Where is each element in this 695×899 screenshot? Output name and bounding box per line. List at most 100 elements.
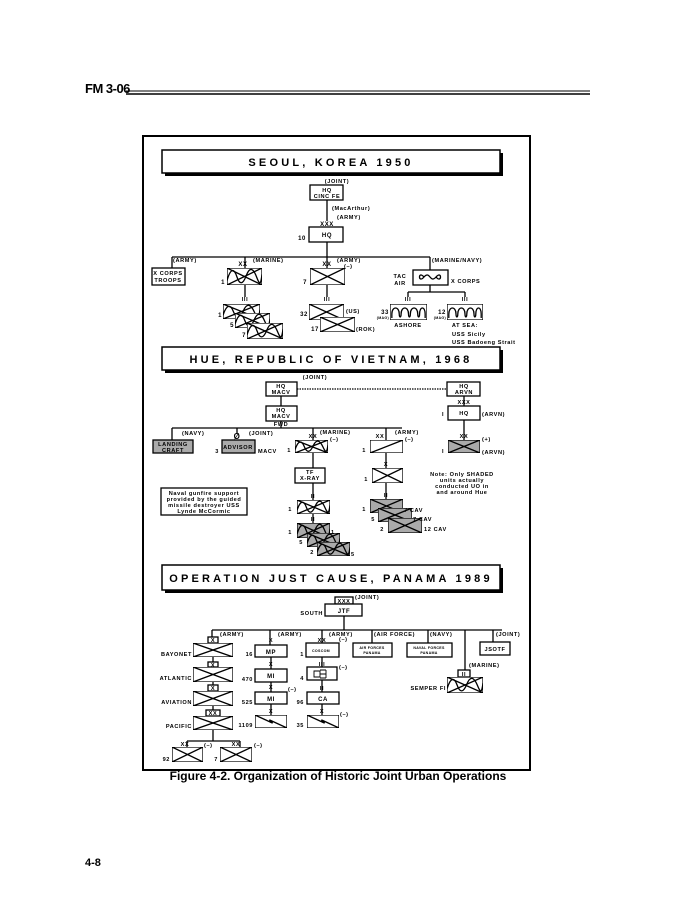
unit-label: FWD: [274, 422, 289, 428]
echelon-label: X: [269, 638, 273, 644]
echelon-label: XX: [209, 711, 218, 717]
hue-title: HUE, REPUBLIC OF VIETNAM, 1968: [189, 354, 472, 366]
unit-label: HQ: [276, 408, 286, 414]
shading-note-line: units actually: [440, 478, 484, 484]
unit-label: (AIR FORCE): [374, 632, 415, 638]
panama-section: OPERATION JUST CAUSE, PANAMA 1989 XXX (J…: [160, 564, 520, 763]
unit-label: ATLANTIC: [160, 676, 192, 682]
unit-number: 1: [362, 507, 366, 513]
mi-470-box: [254, 668, 288, 683]
unit-number: 1: [331, 530, 335, 536]
unit-label: (MARINE/NAVY): [432, 258, 482, 264]
unit-label: (MARINE): [320, 430, 351, 436]
tf-aviation-symbol: [193, 691, 233, 706]
echelon-label: X: [384, 462, 388, 468]
seoul-connectors: [171, 200, 466, 297]
unit-number: 4: [300, 676, 304, 682]
unit-number: 10: [298, 236, 306, 242]
unit-label: BAYONET: [161, 652, 192, 658]
echelon-label: XX: [376, 434, 385, 440]
unit-number: 2: [380, 527, 384, 533]
unit-label: (+): [482, 437, 491, 443]
unit-label: HQ: [322, 188, 332, 194]
echelon-label: III: [324, 297, 330, 303]
mag-12-symbol: [447, 304, 483, 320]
coscom-box: [305, 642, 340, 658]
unit-label: (JOINT): [249, 431, 273, 437]
unit-label: (–): [344, 264, 353, 270]
echelon-label: XX: [232, 742, 241, 748]
hq-cincfe-box: [309, 184, 344, 201]
echelon-label: X: [269, 662, 273, 668]
echelon-label: II: [320, 686, 324, 692]
unit-label: X-RAY: [300, 476, 320, 482]
echelon-label: X: [211, 638, 215, 644]
unit-label: (NAVY): [430, 632, 452, 638]
unit-number: I: [442, 412, 444, 418]
echelon-label: X: [211, 686, 215, 692]
hue-title-bar: [161, 346, 501, 371]
hue-section: HUE, REPUBLIC OF VIETNAM, 1968 Naval gun…: [152, 346, 505, 558]
unit-label: (JOINT): [355, 595, 379, 601]
echelon-label: XX: [181, 742, 190, 748]
2-5-marines-symbol: [317, 542, 350, 556]
semper-fi-symbol: [447, 677, 483, 693]
unit-label: 7 CAV: [404, 508, 423, 514]
unit-label: (ARMY): [173, 258, 197, 264]
manual-id: FM 3-06: [85, 81, 130, 96]
tf-bayonet-symbol: [193, 643, 233, 657]
unit-label: (ARMY): [220, 632, 244, 638]
unit-label: JSOTF: [484, 647, 505, 653]
17-rok-symbol: [320, 317, 355, 332]
naval-note-line: Lynde McCormic: [177, 509, 230, 515]
hq-macv-fwd-box: [265, 405, 298, 422]
unit-label: (ARMY): [337, 215, 361, 221]
unit-label: AIR: [394, 281, 405, 287]
unit-label: NAVAL FORCES: [413, 646, 445, 650]
unit-number: 5: [371, 517, 375, 523]
unit-number: 1109: [238, 723, 253, 729]
echelon-label: XX: [318, 638, 327, 644]
unit-label: (–): [204, 743, 213, 749]
unit-label: (MARINE): [253, 258, 284, 264]
hue-connectors: [171, 396, 465, 523]
unit-number: 1: [300, 652, 304, 658]
unit-label: (ROK): [356, 327, 375, 333]
unit-label: CA: [318, 697, 328, 703]
echelon-label: II: [311, 517, 315, 523]
arvn-division-symbol: [448, 440, 480, 453]
air-forces-panama-box: [352, 642, 393, 658]
echelon-label: II: [384, 493, 388, 499]
cavalry-brigade-symbol: [372, 468, 403, 483]
echelon-label: XX: [322, 262, 331, 268]
unit-label: ADVISOR: [223, 445, 253, 451]
unit-label: PANAMA: [420, 651, 437, 655]
seoul-title: SEOUL, KOREA 1950: [248, 157, 413, 169]
unit-label: (MacArthur): [332, 206, 370, 212]
unit-number: 7: [303, 280, 307, 286]
unit-label: MACV: [272, 390, 291, 396]
unit-label: HQ: [276, 384, 286, 390]
unit-label: HQ: [322, 233, 332, 239]
unit-label: (–): [339, 637, 348, 643]
unit-label: (–): [405, 437, 414, 443]
unit-label: HQ: [459, 384, 469, 390]
unit-label: X CORPS: [451, 279, 480, 285]
echelon-label: X: [320, 709, 324, 715]
unit-label: PACIFIC: [166, 724, 192, 730]
unit-label: (JOINT): [496, 632, 520, 638]
unit-label: (ARVN): [482, 412, 505, 418]
tf-atlantic-symbol: [193, 667, 233, 682]
unit-label: X CORPS: [153, 271, 182, 277]
shading-note-line: and around Hue: [437, 490, 488, 496]
figure-frame: [142, 135, 531, 771]
unit-label: (–): [330, 437, 339, 443]
unit-label: (MAG): [434, 316, 447, 320]
echelon-label: II: [311, 494, 315, 500]
echelon-label: XXX: [320, 222, 334, 228]
unit-label: USS Badoeng Strait: [452, 340, 516, 346]
unit-number: 7: [214, 757, 218, 763]
arvn-corps-hq-box: [447, 405, 481, 421]
unit-label: (ARMY): [395, 430, 419, 436]
unit-number: 1: [362, 448, 366, 454]
